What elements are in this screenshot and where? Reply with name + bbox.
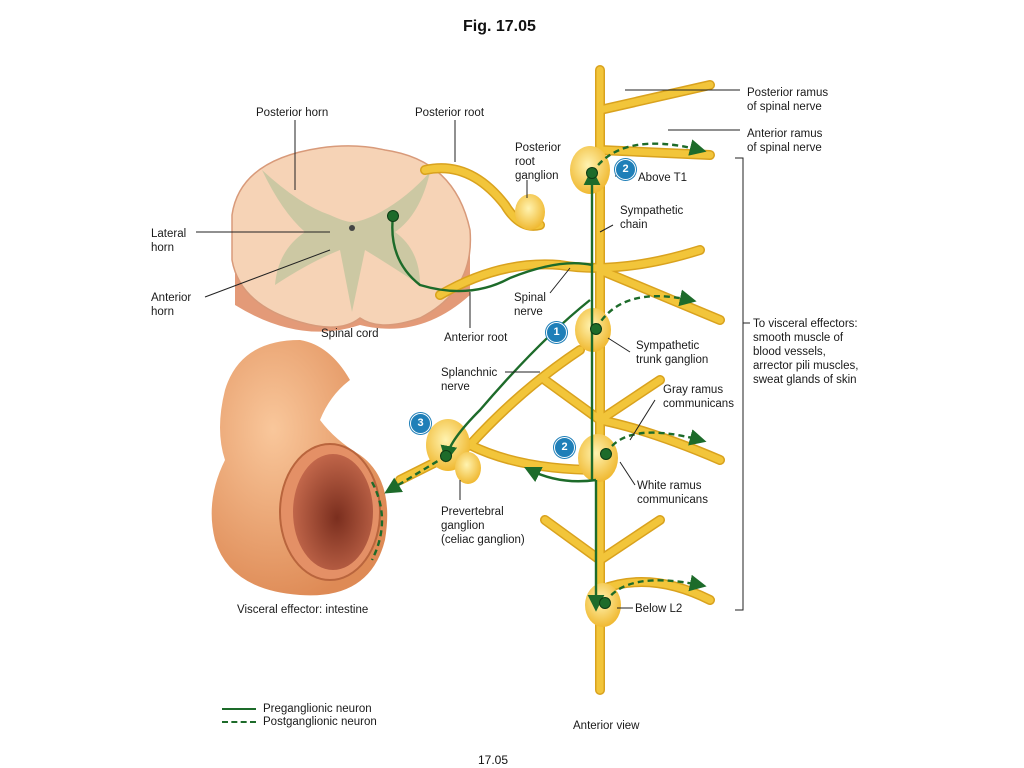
legend-postganglionic: Postganglionic neuron xyxy=(263,716,377,728)
label-lateral-horn: Lateral horn xyxy=(151,228,187,254)
sympathetic-ganglion-2 xyxy=(578,434,618,482)
label-splanchnic-nerve: Splanchnic nerve xyxy=(441,367,498,393)
legend-postganglionic-line xyxy=(222,721,256,723)
label-white-ramus: White ramus communicans xyxy=(637,480,708,506)
legend-preganglionic-line xyxy=(222,708,256,710)
neuron-bodies xyxy=(387,167,612,609)
posterior-root-ganglion xyxy=(515,194,545,230)
figure-title: Fig. 17.05 xyxy=(463,18,536,35)
label-posterior-horn: Posterior horn xyxy=(256,107,329,119)
badge-3: 3 xyxy=(410,413,431,434)
spinal-cord xyxy=(231,145,472,332)
badge-1: 1 xyxy=(546,322,567,343)
label-posterior-root-ganglion: Posterior root ganglion xyxy=(515,142,562,182)
label-gray-ramus: Gray ramus communicans xyxy=(663,384,734,410)
badge-2-top: 2 xyxy=(615,159,636,180)
legend-preganglionic: Preganglionic neuron xyxy=(263,703,372,715)
label-posterior-root: Posterior root xyxy=(415,107,485,119)
label-spinal-cord: Spinal cord xyxy=(321,328,379,340)
label-visceral-effector: Visceral effector: intestine xyxy=(237,604,369,616)
neurons xyxy=(370,139,707,612)
label-sympathetic-chain: Sympathetic chain xyxy=(620,205,684,231)
label-anterior-root: Anterior root xyxy=(444,332,508,344)
label-anterior-ramus: Anterior ramus of spinal nerve xyxy=(747,128,823,154)
label-posterior-ramus: Posterior ramus of spinal nerve xyxy=(747,87,829,113)
grey-matter xyxy=(262,170,430,312)
label-sympathetic-trunk-ganglion: Sympathetic trunk ganglion xyxy=(636,340,709,366)
preganglionic-main xyxy=(391,215,594,480)
footer-page-number: 17.05 xyxy=(478,753,509,767)
label-anterior-horn: Anterior horn xyxy=(151,292,192,318)
intestine xyxy=(211,340,388,596)
leader-lines xyxy=(196,89,750,611)
label-above-t1: Above T1 xyxy=(638,172,688,184)
label-anterior-view: Anterior view xyxy=(573,720,640,732)
label-visceral-effectors: To visceral effectors: smooth muscle of … xyxy=(753,318,859,386)
label-below-l2: Below L2 xyxy=(635,603,683,615)
badge-2-mid: 2 xyxy=(554,437,575,458)
label-spinal-nerve: Spinal nerve xyxy=(514,292,546,318)
label-prevertebral-ganglion: Prevertebral ganglion (celiac ganglion) xyxy=(441,506,525,546)
preganglionic-splanchnic xyxy=(440,299,591,463)
